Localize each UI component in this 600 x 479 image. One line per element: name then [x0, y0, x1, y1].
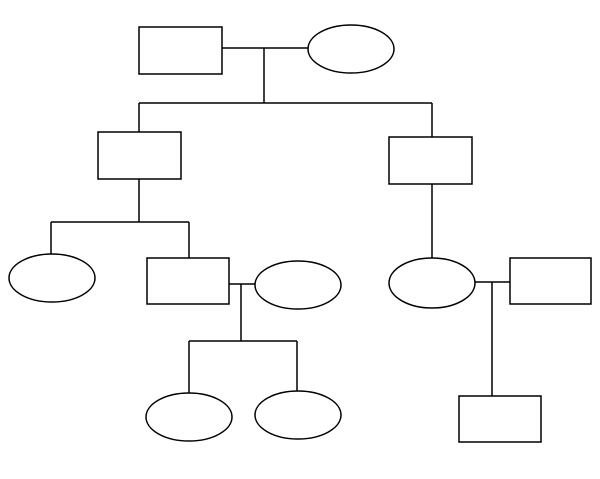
- pedigree-nodes: [8, 24, 592, 443]
- male-node-gen1: [138, 26, 223, 75]
- female-node-gen3-son-spouse: [254, 260, 342, 310]
- male-node-gen3-right-spouse: [509, 257, 592, 305]
- female-node-gen3-daughter: [8, 253, 96, 303]
- male-node-gen3-son: [146, 257, 230, 305]
- male-node-gen4-son: [458, 395, 542, 443]
- female-node-gen4-daughter-1: [145, 392, 233, 442]
- connector-lines: [50, 47, 510, 396]
- male-node-gen2-right: [388, 136, 473, 185]
- female-node-gen4-daughter-2: [254, 390, 342, 440]
- female-node-gen1: [307, 24, 395, 74]
- female-node-gen3-right: [388, 257, 476, 309]
- male-node-gen2-left: [97, 131, 182, 180]
